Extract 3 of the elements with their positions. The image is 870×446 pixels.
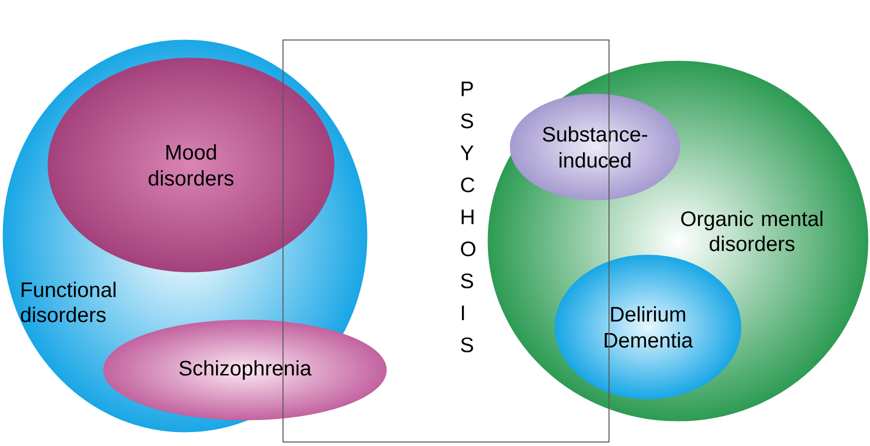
- vertical-label: PSYCHOSIS: [460, 82, 476, 352]
- region-label: Functional disorders: [20, 282, 116, 322]
- region-label: Organic mental disorders: [681, 210, 822, 252]
